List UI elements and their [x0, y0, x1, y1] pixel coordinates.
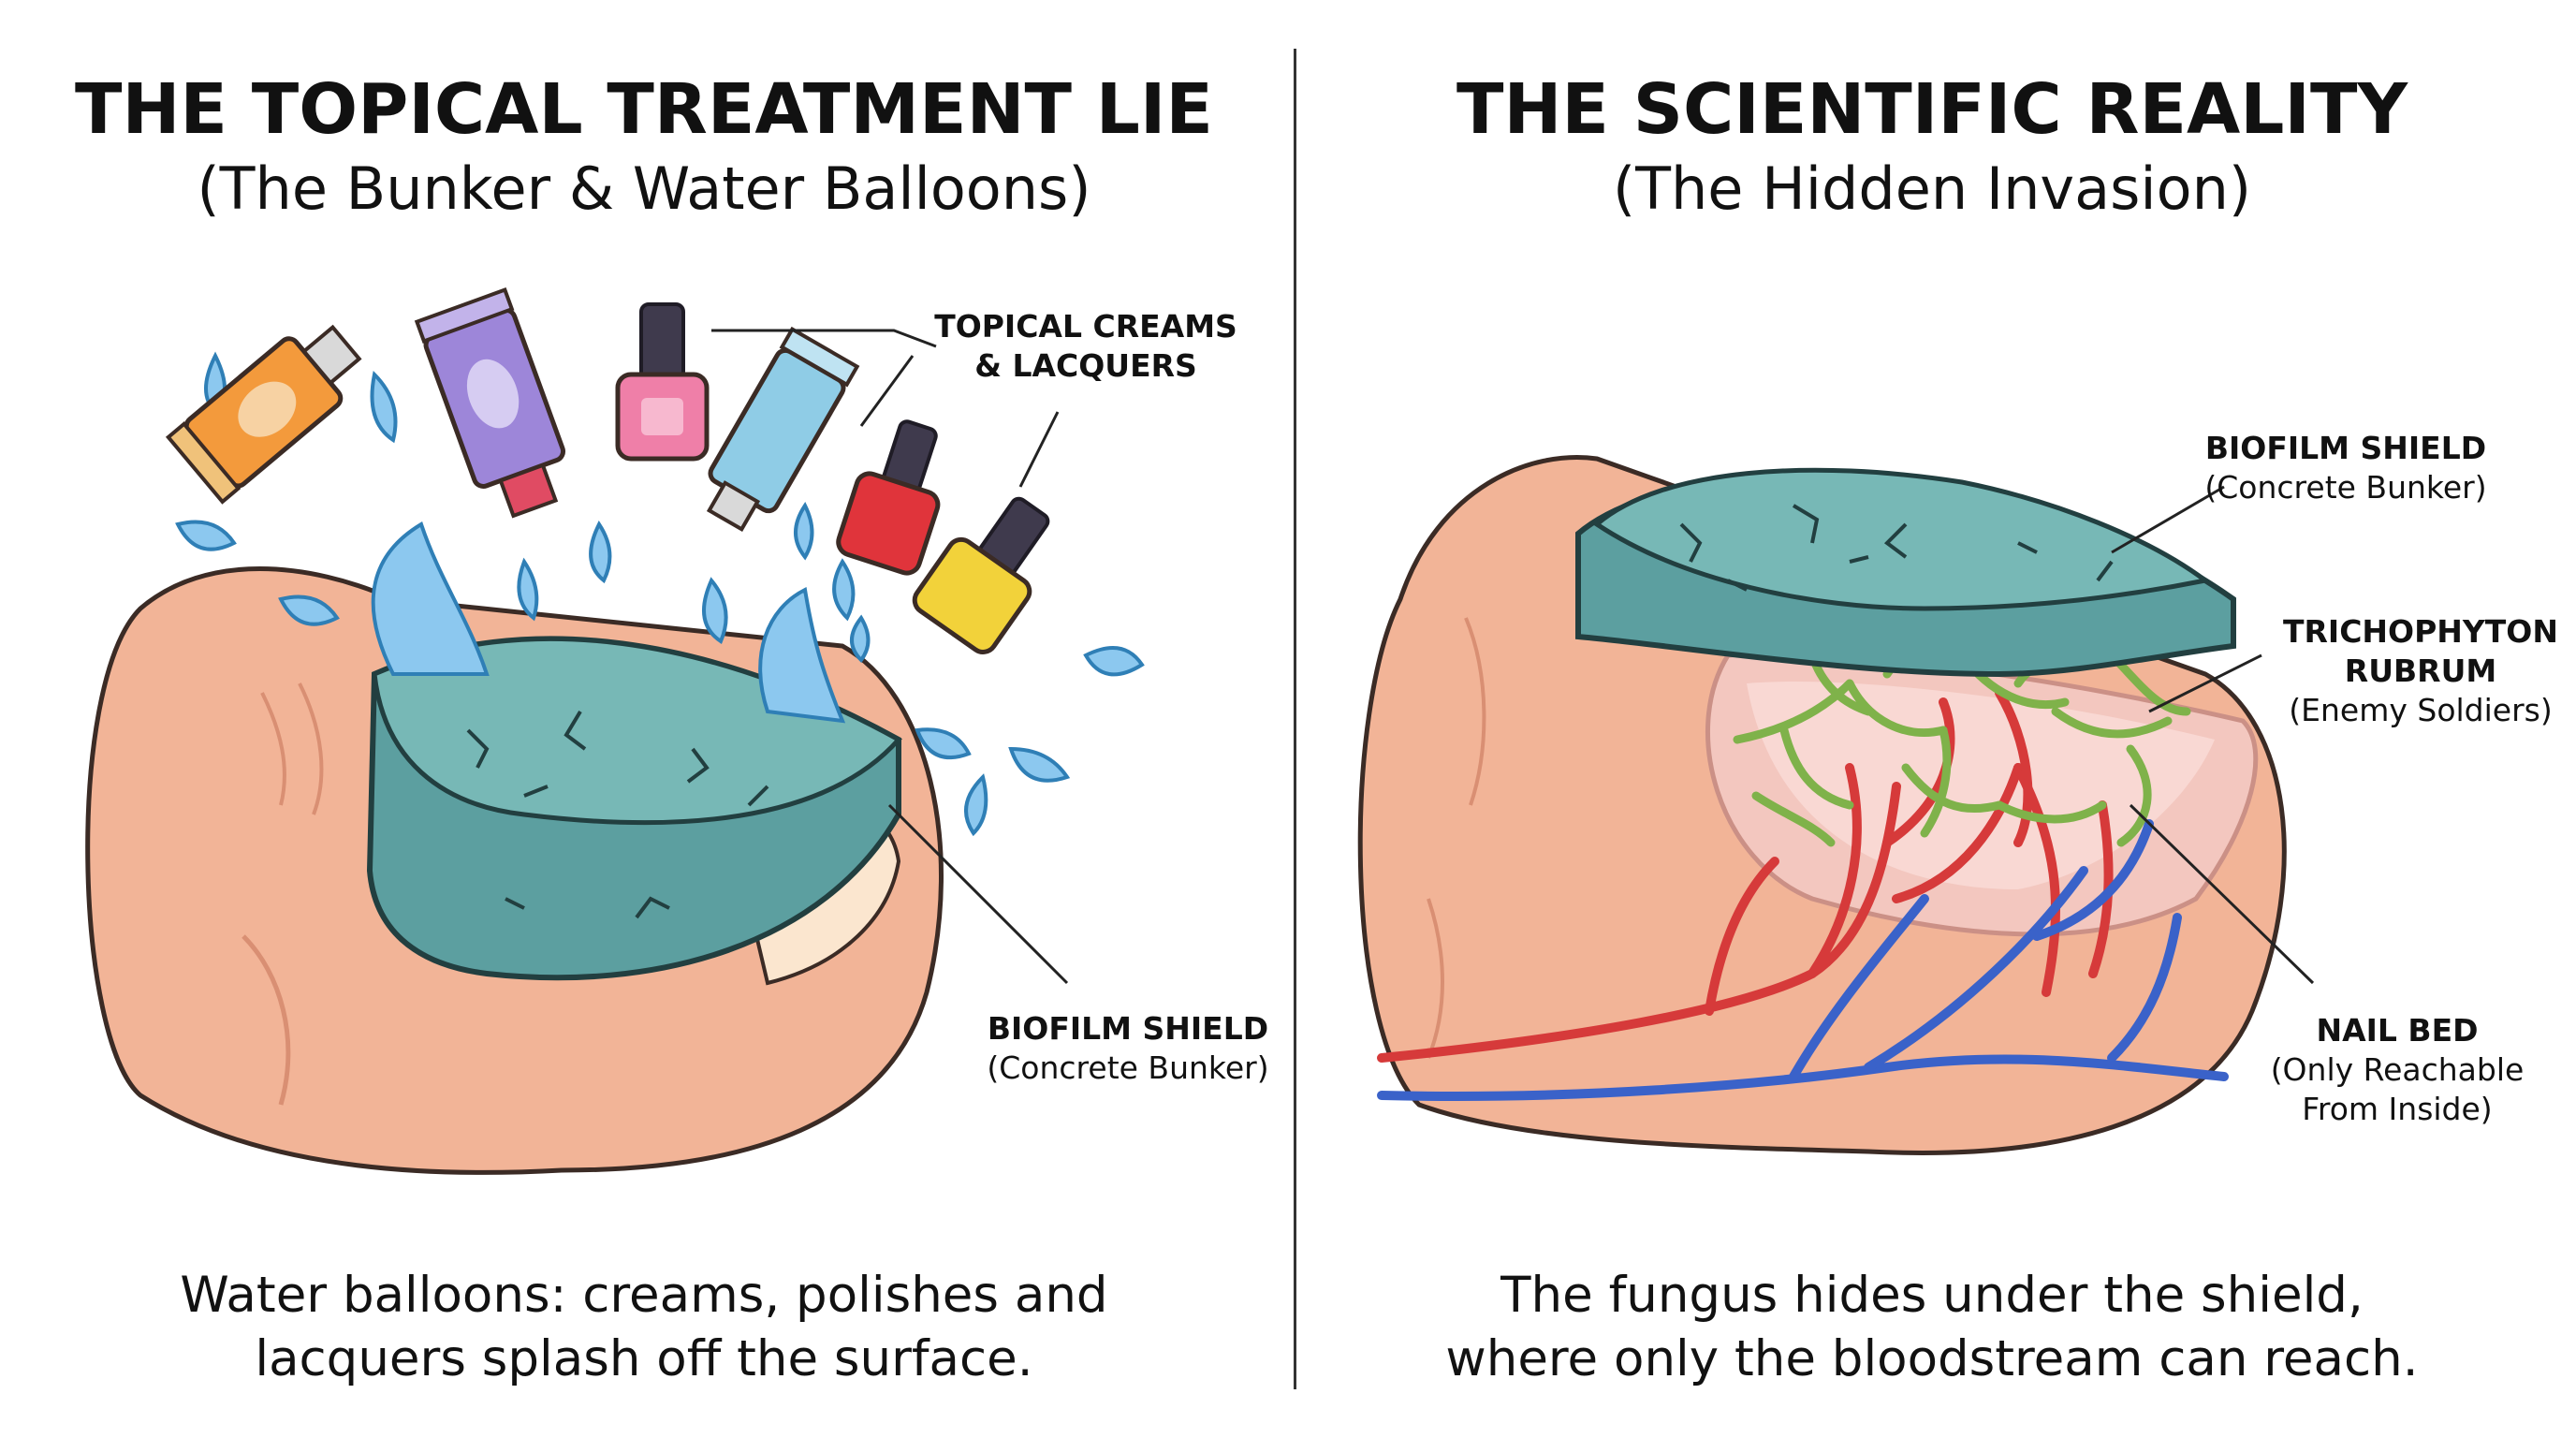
- right-title: THE SCIENTIFIC REALITY: [1456, 69, 2408, 150]
- label-biofilm-shield-right: BIOFILM SHIELD: [2205, 430, 2486, 466]
- left-caption-line2: lacquers splash off the surface.: [255, 1330, 1033, 1387]
- red-nail-polish: [836, 419, 941, 576]
- label-lacquers: & LACQUERS: [974, 347, 1197, 384]
- right-caption: The fungus hides under the shield, where…: [1288, 1264, 2576, 1391]
- scientific-reality-illustration: BIOFILM SHIELD (Concrete Bunker) TRICHOP…: [1357, 430, 2558, 1155]
- label-concrete-bunker-right: (Concrete Bunker): [2204, 469, 2486, 506]
- left-caption-line1: Water balloons: creams, polishes and: [180, 1267, 1108, 1324]
- pink-nail-polish: [615, 302, 710, 462]
- label-topical-creams: TOPICAL CREAMS: [934, 308, 1237, 345]
- orange-cream-tube: [165, 324, 362, 505]
- right-caption-line2: where only the bloodstream can reach.: [1445, 1330, 2419, 1387]
- label-nail-bed: NAIL BED: [2316, 1012, 2478, 1049]
- water-splash: [175, 351, 1145, 837]
- right-caption-line1: The fungus hides under the shield,: [1500, 1267, 2364, 1324]
- label-biofilm-shield-left: BIOFILM SHIELD: [988, 1010, 1268, 1047]
- left-panel: THE TOPICAL TREATMENT LIE (The Bunker & …: [0, 69, 1288, 1391]
- left-subtitle: (The Bunker & Water Balloons): [197, 154, 1091, 223]
- left-caption: Water balloons: creams, polishes and lac…: [0, 1264, 1288, 1391]
- blue-cream-tube: [706, 326, 860, 532]
- label-rubrum: RUBRUM: [2345, 653, 2496, 689]
- left-title: THE TOPICAL TREATMENT LIE: [75, 69, 1213, 150]
- vein: [1377, 819, 2229, 1101]
- topical-treatment-illustration: TOPICAL CREAMS & LACQUERS BIOFILM SHIELD…: [85, 286, 1269, 1175]
- purple-cream-tube: [414, 286, 566, 519]
- label-concrete-bunker-left: (Concrete Bunker): [987, 1049, 1268, 1086]
- right-panel: THE SCIENTIFIC REALITY (The Hidden Invas…: [1288, 0, 2576, 1438]
- label-only-reachable: (Only Reachable: [2271, 1051, 2525, 1088]
- leader-lines-left: [711, 329, 1069, 985]
- right-subtitle: (The Hidden Invasion): [1612, 154, 2252, 223]
- leader-lines-right: [2111, 485, 2315, 985]
- yellow-nail-polish: [912, 496, 1050, 654]
- biofilm-shield-right: [1575, 467, 2236, 678]
- center-divider: [1294, 49, 1296, 1389]
- label-enemy-soldiers: (Enemy Soldiers): [2289, 692, 2552, 728]
- label-from-inside: From Inside): [2302, 1091, 2492, 1127]
- label-trichophyton: TRICHOPHYTON: [2283, 613, 2558, 650]
